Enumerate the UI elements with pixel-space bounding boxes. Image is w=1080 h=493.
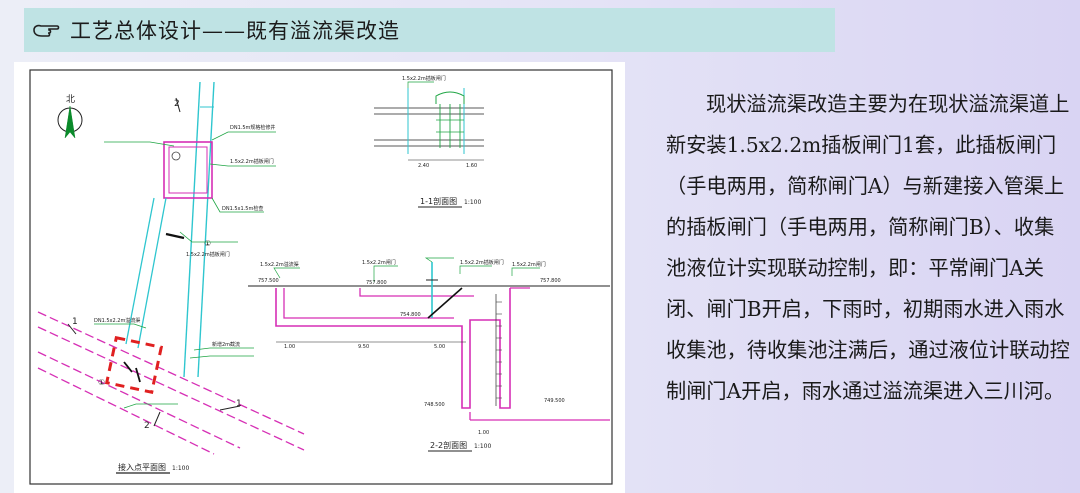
inspection-well xyxy=(163,141,213,199)
plan-view: 2 2 1 1 ① ① DN1.5m规格检修井 1.5x2.2m插板闸门 DN1… xyxy=(37,81,305,474)
section-mark: 2 xyxy=(174,99,180,109)
section-2-2: 1.00 9.50 5.00 1.00 1.5x2.2m溢流渠 1.5x2.2m… xyxy=(248,257,610,452)
sec11-callout: 1.5x2.2m插板闸门 xyxy=(402,75,446,82)
plan-callout: 1.5x2.2m插板闸门 xyxy=(230,158,274,165)
plan-callout: 1.5x2.2m插板闸门 xyxy=(186,251,230,258)
connection-point-marker xyxy=(104,335,164,395)
title-bar: 工艺总体设计——既有溢流渠改造 xyxy=(24,8,835,52)
sec22-callout: 1.5x2.2m插板闸门 xyxy=(460,259,504,266)
plan-title: 接入点平面图 xyxy=(118,462,166,472)
drawing-frame xyxy=(29,69,613,485)
section11-scale: 1:100 xyxy=(464,199,481,206)
sec22-dim: 1.00 xyxy=(284,344,295,350)
circle-mark: ① xyxy=(204,239,211,248)
north-arrow-icon: 北 xyxy=(57,94,83,139)
plan-scale: 1:100 xyxy=(172,465,189,472)
plan-callout: DN1.5x2.2m溢流渠 xyxy=(94,317,140,324)
description-text: 现状溢流渠改造主要为在现状溢流渠道上新安装1.5x2.2m插板闸门1套，此插板闸… xyxy=(666,92,1070,403)
sec22-callout: 1.5x2.2m溢流渠 xyxy=(260,261,299,268)
north-label: 北 xyxy=(66,94,75,105)
section-1-1: 1.5x2.2m插板闸门 2.40 1.60 1-1剖面图 1:100 xyxy=(374,75,484,208)
sec22-dim: 5.00 xyxy=(434,344,445,350)
section-mark: 1 xyxy=(236,399,242,409)
sec22-callout: 1.5x2.2m闸门 xyxy=(362,259,396,266)
section-mark: 1 xyxy=(72,317,78,327)
page-title: 工艺总体设计——既有溢流渠改造 xyxy=(70,19,400,43)
sec11-dim: 1.60 xyxy=(466,163,477,169)
sec22-dim: 9.50 xyxy=(358,344,369,350)
circle-mark: ① xyxy=(98,378,105,387)
sec22-elev: 749.500 xyxy=(544,398,565,404)
sec22-dim: 1.00 xyxy=(478,430,489,436)
sec22-elev: 757.800 xyxy=(540,278,561,284)
section11-title: 1-1剖面图 xyxy=(420,196,457,206)
pointing-hand-icon xyxy=(33,24,60,37)
sec22-elev: 748.500 xyxy=(424,402,445,408)
sec11-dim: 2.40 xyxy=(418,163,429,169)
sec22-elev: 757.800 xyxy=(366,280,387,286)
plan-callout: 新增2m截流 xyxy=(212,341,240,348)
sec22-elev: 754.800 xyxy=(400,312,421,318)
sec22-callout: 1.5x2.2m闸门 xyxy=(512,261,546,268)
cad-drawing-panel: 北 xyxy=(14,62,625,493)
plan-callout: DN1.5x1.5m检查 xyxy=(222,205,263,212)
sec22-elev: 757.500 xyxy=(258,278,279,284)
plan-callout: DN1.5m规格检修井 xyxy=(230,124,275,131)
section-mark: 2 xyxy=(144,421,150,431)
cad-drawing: 北 xyxy=(29,69,613,485)
section22-title: 2-2剖面图 xyxy=(430,440,467,450)
section22-scale: 1:100 xyxy=(474,443,491,450)
